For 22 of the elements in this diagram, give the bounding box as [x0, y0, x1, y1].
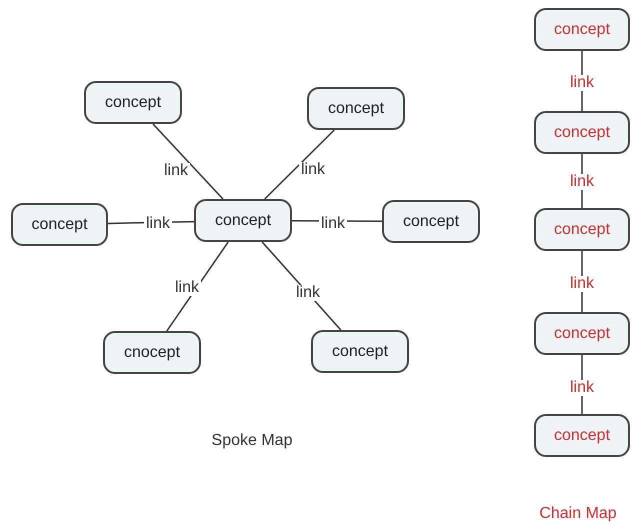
- map-caption: Spoke Map: [212, 431, 292, 451]
- concept-box: concept: [382, 200, 480, 243]
- concept-box: concept: [534, 414, 630, 457]
- concept-box: concept: [307, 87, 405, 130]
- concept-box: concept: [534, 111, 630, 154]
- edge-label: link: [294, 285, 322, 301]
- concept-box: concept: [311, 330, 409, 373]
- edge-label: link: [173, 280, 201, 296]
- concept-box: concept: [84, 81, 182, 124]
- map-caption: Chain Map: [539, 504, 617, 524]
- concept-box: concept: [534, 312, 630, 355]
- edge-label: link: [568, 174, 596, 190]
- concept-box: concept: [534, 8, 630, 51]
- concept-box: cnocept: [103, 331, 201, 374]
- concept-box: concept: [534, 208, 630, 251]
- edge-label: link: [568, 75, 596, 91]
- edge-label: link: [568, 380, 596, 396]
- concept-box: concept: [11, 203, 108, 246]
- connector-line: [264, 129, 335, 200]
- edge-label: link: [568, 276, 596, 292]
- concept-box: concept: [194, 199, 292, 242]
- connector-line: [152, 123, 224, 200]
